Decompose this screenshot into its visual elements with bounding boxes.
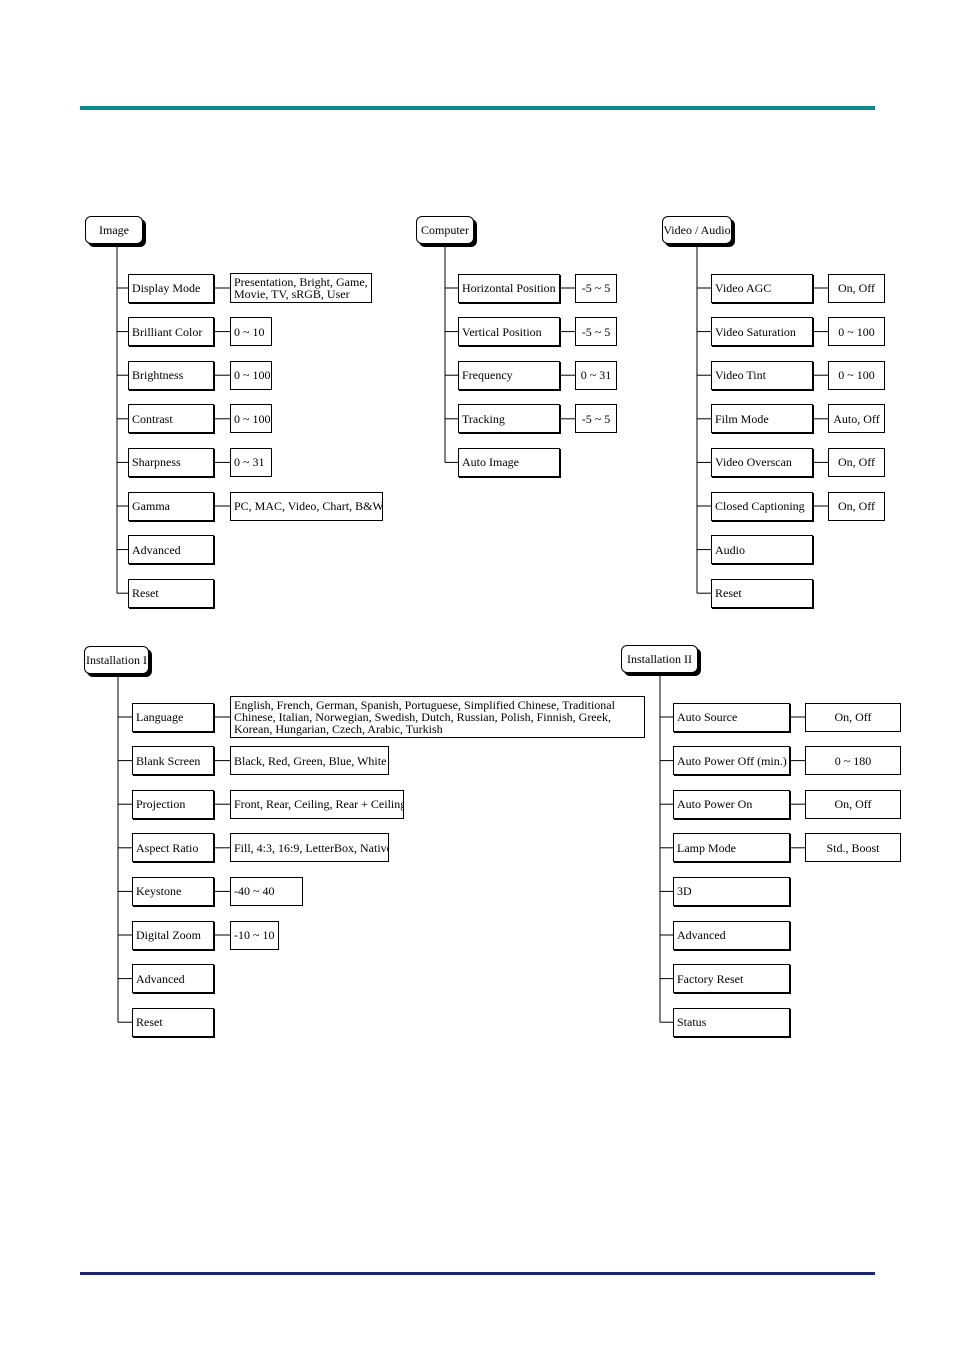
menu-item-reset: Reset — [132, 1007, 214, 1037]
menu-item-reset: Reset — [128, 578, 214, 608]
menu-item-advanced: Advanced — [132, 964, 214, 994]
menu-item-keystone: Keystone — [132, 876, 214, 906]
menu-item-horizontal-position: Horizontal Position — [458, 273, 560, 303]
menu-item-lamp-mode: Lamp Mode — [673, 833, 790, 863]
menu-root-installation-i: Installation I — [84, 646, 149, 674]
option-values: 0 ~ 10 — [230, 317, 272, 347]
option-values: 0 ~ 100 — [230, 404, 272, 434]
menu-item-blank-screen: Blank Screen — [132, 746, 214, 776]
menu-item-sharpness: Sharpness — [128, 447, 214, 477]
option-values: -5 ~ 5 — [575, 317, 617, 347]
menu-item-3d: 3D — [673, 876, 790, 906]
option-values: On, Off — [828, 273, 885, 303]
option-values: -10 ~ 10 — [230, 920, 279, 950]
option-values: -5 ~ 5 — [575, 404, 617, 434]
menu-item-closed-captioning: Closed Captioning — [711, 491, 813, 521]
menu-item-tracking: Tracking — [458, 404, 560, 434]
menu-root-video-audio: Video / Audio — [662, 216, 732, 244]
option-values: Front, Rear, Ceiling, Rear + Ceiling — [230, 789, 404, 819]
option-values: 0 ~ 100 — [828, 360, 885, 390]
menu-item-frequency: Frequency — [458, 360, 560, 390]
option-values: Presentation, Bright, Game, Movie, TV, s… — [230, 273, 372, 303]
option-values: 0 ~ 31 — [575, 360, 617, 390]
menu-item-display-mode: Display Mode — [128, 273, 214, 303]
option-values: -5 ~ 5 — [575, 273, 617, 303]
menu-item-aspect-ratio: Aspect Ratio — [132, 833, 214, 863]
menu-item-brightness: Brightness — [128, 360, 214, 390]
menu-item-reset: Reset — [711, 578, 813, 608]
option-values: On, Off — [805, 702, 901, 732]
menu-item-audio: Audio — [711, 535, 813, 565]
menu-item-auto-power-on: Auto Power On — [673, 789, 790, 819]
option-values: -40 ~ 40 — [230, 876, 303, 906]
menu-item-video-overscan: Video Overscan — [711, 447, 813, 477]
menu-item-advanced: Advanced — [673, 920, 790, 950]
menu-root-computer: Computer — [416, 216, 474, 244]
menu-item-video-tint: Video Tint — [711, 360, 813, 390]
menu-item-brilliant-color: Brilliant Color — [128, 317, 214, 347]
menu-root-image: Image — [85, 216, 143, 244]
option-values: Black, Red, Green, Blue, White — [230, 746, 389, 776]
top-rule — [80, 106, 875, 110]
menu-root-installation-ii: Installation II — [621, 645, 698, 673]
menu-item-video-saturation: Video Saturation — [711, 317, 813, 347]
menu-item-vertical-position: Vertical Position — [458, 317, 560, 347]
menu-item-status: Status — [673, 1007, 790, 1037]
menu-item-advanced: Advanced — [128, 535, 214, 565]
option-values: Std., Boost — [805, 833, 901, 863]
option-values: 0 ~ 180 — [805, 746, 901, 776]
option-values: On, Off — [805, 789, 901, 819]
option-values: English, French, German, Spanish, Portug… — [230, 696, 645, 738]
option-values: 0 ~ 100 — [230, 360, 272, 390]
menu-item-contrast: Contrast — [128, 404, 214, 434]
option-values: 0 ~ 100 — [828, 317, 885, 347]
bottom-rule — [80, 1272, 875, 1275]
menu-item-factory-reset: Factory Reset — [673, 964, 790, 994]
menu-item-language: Language — [132, 702, 214, 732]
option-values: On, Off — [828, 447, 885, 477]
option-values: PC, MAC, Video, Chart, B&W — [230, 491, 383, 521]
menu-item-projection: Projection — [132, 789, 214, 819]
option-values: Auto, Off — [828, 404, 885, 434]
menu-item-gamma: Gamma — [128, 491, 214, 521]
menu-item-video-agc: Video AGC — [711, 273, 813, 303]
option-values: Fill, 4:3, 16:9, LetterBox, Native — [230, 833, 389, 863]
option-values: On, Off — [828, 491, 885, 521]
menu-item-auto-source: Auto Source — [673, 702, 790, 732]
menu-item-auto-power-off-min: Auto Power Off (min.) — [673, 746, 790, 776]
menu-item-auto-image: Auto Image — [458, 447, 560, 477]
option-values: 0 ~ 31 — [230, 447, 272, 477]
menu-item-film-mode: Film Mode — [711, 404, 813, 434]
menu-item-digital-zoom: Digital Zoom — [132, 920, 214, 950]
